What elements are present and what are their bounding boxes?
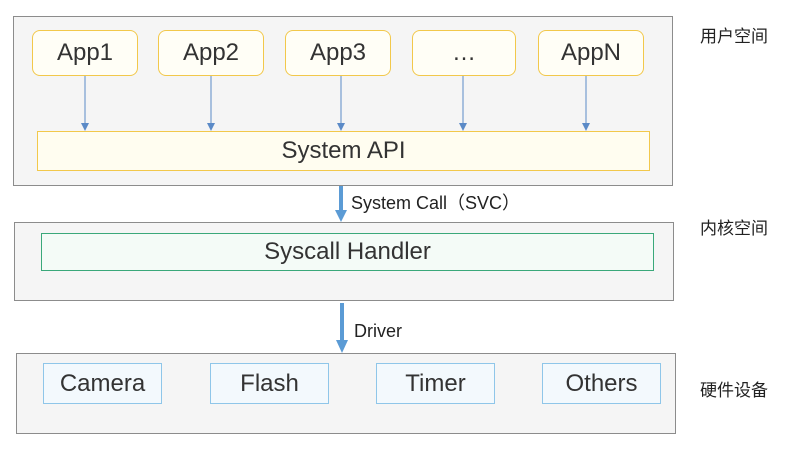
user-space-label: 用户空间 (700, 27, 768, 47)
app-label: App2 (182, 39, 240, 66)
device-box-others: Others (542, 363, 661, 404)
device-box-flash: Flash (210, 363, 329, 404)
system-api-box: System API (37, 131, 650, 171)
driver-arrow (336, 303, 348, 353)
device-box-camera: Camera (43, 363, 162, 404)
system-call-arrowhead (335, 210, 347, 222)
device-label: Timer (405, 369, 466, 397)
syscall-handler-box: Syscall Handler (41, 233, 654, 271)
app-box-ellipsis: … (412, 30, 516, 76)
driver-arrowhead (336, 340, 348, 353)
app-label: App1 (56, 39, 114, 66)
device-label: Camera (59, 369, 146, 397)
app-label: … (452, 39, 476, 66)
app-label: App3 (309, 39, 367, 66)
driver-label: Driver (354, 321, 402, 341)
app-box-3: App3 (285, 30, 391, 76)
app-box-n: AppN (538, 30, 644, 76)
device-box-timer: Timer (376, 363, 495, 404)
system-call-label: System Call（SVC） (351, 193, 521, 213)
device-label: Flash (240, 369, 299, 397)
system-call-arrow (335, 186, 347, 222)
device-label: Others (565, 369, 638, 397)
app-box-1: App1 (32, 30, 138, 76)
kernel-space-label: 内核空间 (700, 219, 768, 239)
app-label: AppN (560, 39, 622, 66)
syscall-handler-label: Syscall Handler (264, 238, 431, 265)
app-box-2: App2 (158, 30, 264, 76)
system-api-label: System API (281, 137, 406, 164)
hardware-label: 硬件设备 (700, 381, 768, 401)
